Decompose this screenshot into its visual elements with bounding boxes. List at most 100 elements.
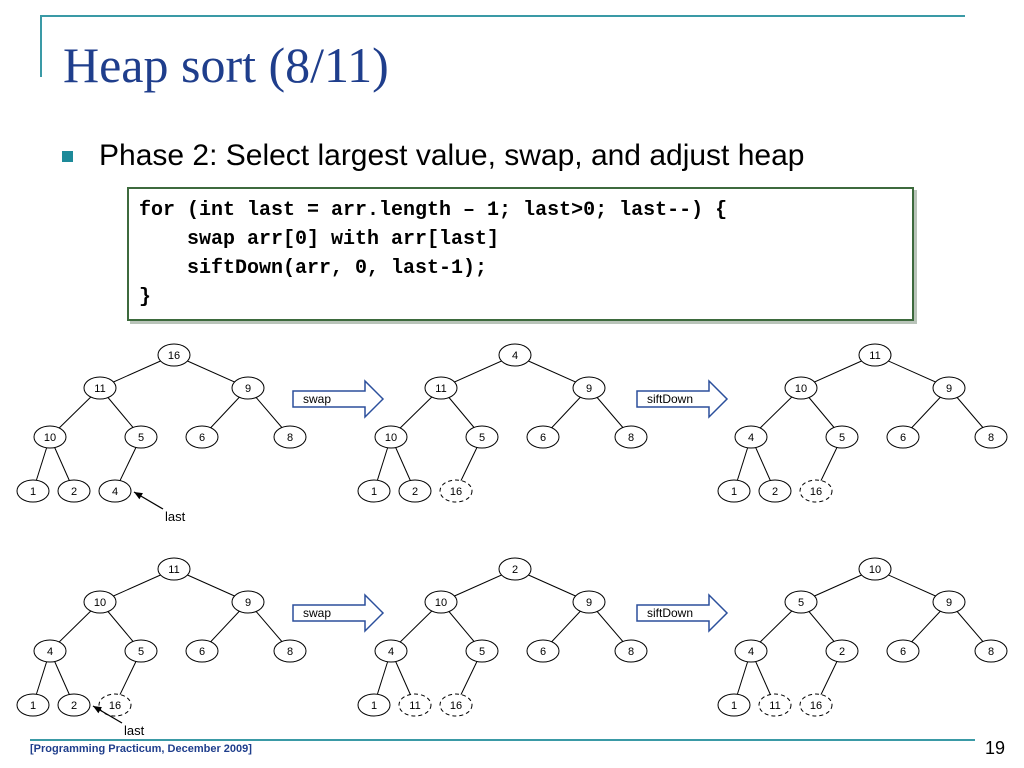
tree-node xyxy=(374,425,408,449)
node-value: 4 xyxy=(512,350,518,362)
tree-node xyxy=(57,479,91,503)
block-arrow-shape xyxy=(292,379,385,419)
node-value: 8 xyxy=(287,646,293,658)
node-value: 8 xyxy=(988,646,994,658)
tree-node xyxy=(526,425,560,449)
tree-node xyxy=(717,479,751,503)
arrow-label: swap xyxy=(303,392,331,406)
node-value: 8 xyxy=(287,432,293,444)
node-value: 6 xyxy=(900,432,906,444)
tree-node xyxy=(734,639,768,663)
tree-node xyxy=(398,479,432,503)
tree-node xyxy=(357,479,391,503)
tree-node xyxy=(498,557,532,581)
node-value: 6 xyxy=(199,432,205,444)
block-arrow-shape xyxy=(292,593,385,633)
node-value: 9 xyxy=(245,383,251,395)
node-value: 1 xyxy=(30,700,36,712)
arrow-label: swap xyxy=(303,606,331,620)
operation-arrow: siftDown xyxy=(636,593,729,633)
node-value: 11 xyxy=(435,383,446,395)
tree-node xyxy=(932,376,966,400)
block-arrow-shape xyxy=(636,379,729,419)
tree-node xyxy=(16,479,50,503)
code-line: for (int last = arr.length – 1; last>0; … xyxy=(139,199,728,222)
tree-node xyxy=(614,639,648,663)
node-value: 6 xyxy=(900,646,906,658)
sorted-node xyxy=(799,479,833,503)
node-value: 2 xyxy=(71,700,77,712)
node-value: 8 xyxy=(988,432,994,444)
tree-node xyxy=(273,639,307,663)
node-value: 8 xyxy=(628,432,634,444)
node-value: 16 xyxy=(450,486,462,498)
tree-node xyxy=(825,639,859,663)
tree-node xyxy=(825,425,859,449)
tree-node xyxy=(424,376,458,400)
node-value: 6 xyxy=(540,432,546,444)
node-value: 16 xyxy=(810,700,822,712)
node-value: 10 xyxy=(435,597,447,609)
node-value: 16 xyxy=(810,486,822,498)
code-line: swap arr[0] with arr[last] xyxy=(139,228,500,251)
pointer-arrowhead xyxy=(93,706,102,714)
tree-node xyxy=(57,693,91,717)
tree-node xyxy=(572,376,606,400)
tree-node xyxy=(157,557,191,581)
tree-node xyxy=(498,343,532,367)
code-block: for (int last = arr.length – 1; last>0; … xyxy=(127,187,914,321)
node-value: 9 xyxy=(245,597,251,609)
tree-node xyxy=(734,425,768,449)
tree-node xyxy=(932,590,966,614)
node-value: 4 xyxy=(388,646,394,658)
tree-node xyxy=(357,693,391,717)
arrow-label: siftDown xyxy=(647,392,693,406)
tree-node xyxy=(858,557,892,581)
page-number: 19 xyxy=(985,738,1006,758)
node-value: 6 xyxy=(199,646,205,658)
node-value: 10 xyxy=(44,432,56,444)
tree-node xyxy=(185,425,219,449)
tree-node xyxy=(886,639,920,663)
node-value: 5 xyxy=(479,432,485,444)
tree-node xyxy=(83,376,117,400)
node-value: 1 xyxy=(731,700,737,712)
node-value: 5 xyxy=(138,646,144,658)
top-accent-line xyxy=(40,15,965,17)
slide-title: Heap sort (8/11) xyxy=(63,37,389,93)
tree-node xyxy=(157,343,191,367)
footer-accent-line xyxy=(30,739,975,741)
sorted-node xyxy=(398,693,432,717)
tree-node xyxy=(465,425,499,449)
tree-node xyxy=(185,639,219,663)
block-arrow-shape xyxy=(636,593,729,633)
tree-node xyxy=(974,425,1008,449)
node-value: 9 xyxy=(586,597,592,609)
node-value: 6 xyxy=(540,646,546,658)
node-value: 1 xyxy=(371,486,377,498)
node-value: 10 xyxy=(795,383,807,395)
sorted-node xyxy=(799,693,833,717)
node-value: 10 xyxy=(385,432,397,444)
last-pointer: last xyxy=(133,491,186,524)
operation-arrow: swap xyxy=(292,379,385,419)
last-label: last xyxy=(124,723,145,738)
tree-node xyxy=(717,693,751,717)
footer-citation: [Programming Practicum, December 2009] xyxy=(30,743,252,755)
node-value: 10 xyxy=(94,597,106,609)
tree-node xyxy=(33,425,67,449)
tree-node xyxy=(784,590,818,614)
node-value: 4 xyxy=(112,486,118,498)
node-value: 4 xyxy=(47,646,53,658)
operation-arrow: siftDown xyxy=(636,379,729,419)
tree-node xyxy=(974,639,1008,663)
node-value: 16 xyxy=(168,350,180,362)
node-value: 11 xyxy=(168,564,179,576)
tree-node xyxy=(231,590,265,614)
tree-node xyxy=(374,639,408,663)
